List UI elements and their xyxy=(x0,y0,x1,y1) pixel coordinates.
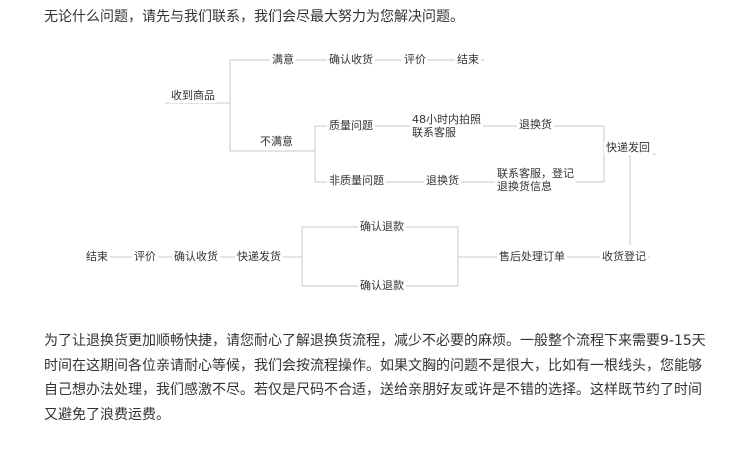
outro-line: 又避免了浪费运费。 xyxy=(44,406,170,423)
intro-text: 无论什么问题，请先与我们联系，我们会尽最大努力为您解决问题。 xyxy=(44,9,464,25)
node-contact-48h-line1: 48小时内拍照 xyxy=(412,113,481,126)
outro-paragraph: 为了让退换货更加顺畅快捷，请您耐心了解退换货流程，减少不必要的麻烦。一般整个流程… xyxy=(44,329,712,427)
node-receipt-register: 收货登记 xyxy=(600,250,648,264)
node-review-bottom: 评价 xyxy=(132,250,158,264)
node-quality-issue: 质量问题 xyxy=(327,119,375,133)
node-after-sales: 售后处理订单 xyxy=(497,250,567,264)
node-contact-48h: 48小时内拍照 联系客服 xyxy=(410,113,483,139)
node-return-exchange-a: 退换货 xyxy=(517,118,554,132)
node-contact-48h-line2: 联系客服 xyxy=(412,126,456,139)
node-end-bottom: 结束 xyxy=(84,250,110,264)
node-confirm-refund-top: 确认退款 xyxy=(358,220,406,234)
node-ship-back: 快递发回 xyxy=(604,141,652,155)
node-confirm-receipt-bottom: 确认收货 xyxy=(172,250,220,264)
node-ship-out: 快递发货 xyxy=(235,250,283,264)
outro-line: 时间在这期间各位亲请耐心等候，我们会按流程操作。如果文胸的问题不是很大，比如有一… xyxy=(44,357,702,374)
node-confirm-receipt-top: 确认收货 xyxy=(327,53,375,67)
node-received: 收到商品 xyxy=(169,89,217,103)
outro-line: 为了让退换货更加顺畅快捷，请您耐心了解退换货流程，减少不必要的麻烦。一般整个流程… xyxy=(44,333,706,349)
node-contact-register: 联系客服，登记 退换货信息 xyxy=(495,167,576,193)
flow-connectors xyxy=(85,59,656,287)
node-non-quality-issue: 非质量问题 xyxy=(327,174,386,188)
outro-line: 自己想办法处理，我们感激不尽。若仅是尺码不合适，送给亲朋好友或许是不错的选择。这… xyxy=(44,382,702,398)
node-review-top: 评价 xyxy=(402,53,428,67)
node-contact-register-line1: 联系客服，登记 xyxy=(497,167,574,180)
node-end-top: 结束 xyxy=(455,53,481,67)
node-return-exchange-b: 退换货 xyxy=(424,174,461,188)
node-satisfied: 满意 xyxy=(270,53,296,67)
node-unsatisfied: 不满意 xyxy=(258,135,295,149)
node-confirm-refund-bottom: 确认退款 xyxy=(358,279,406,293)
node-contact-register-line2: 退换货信息 xyxy=(497,180,552,193)
